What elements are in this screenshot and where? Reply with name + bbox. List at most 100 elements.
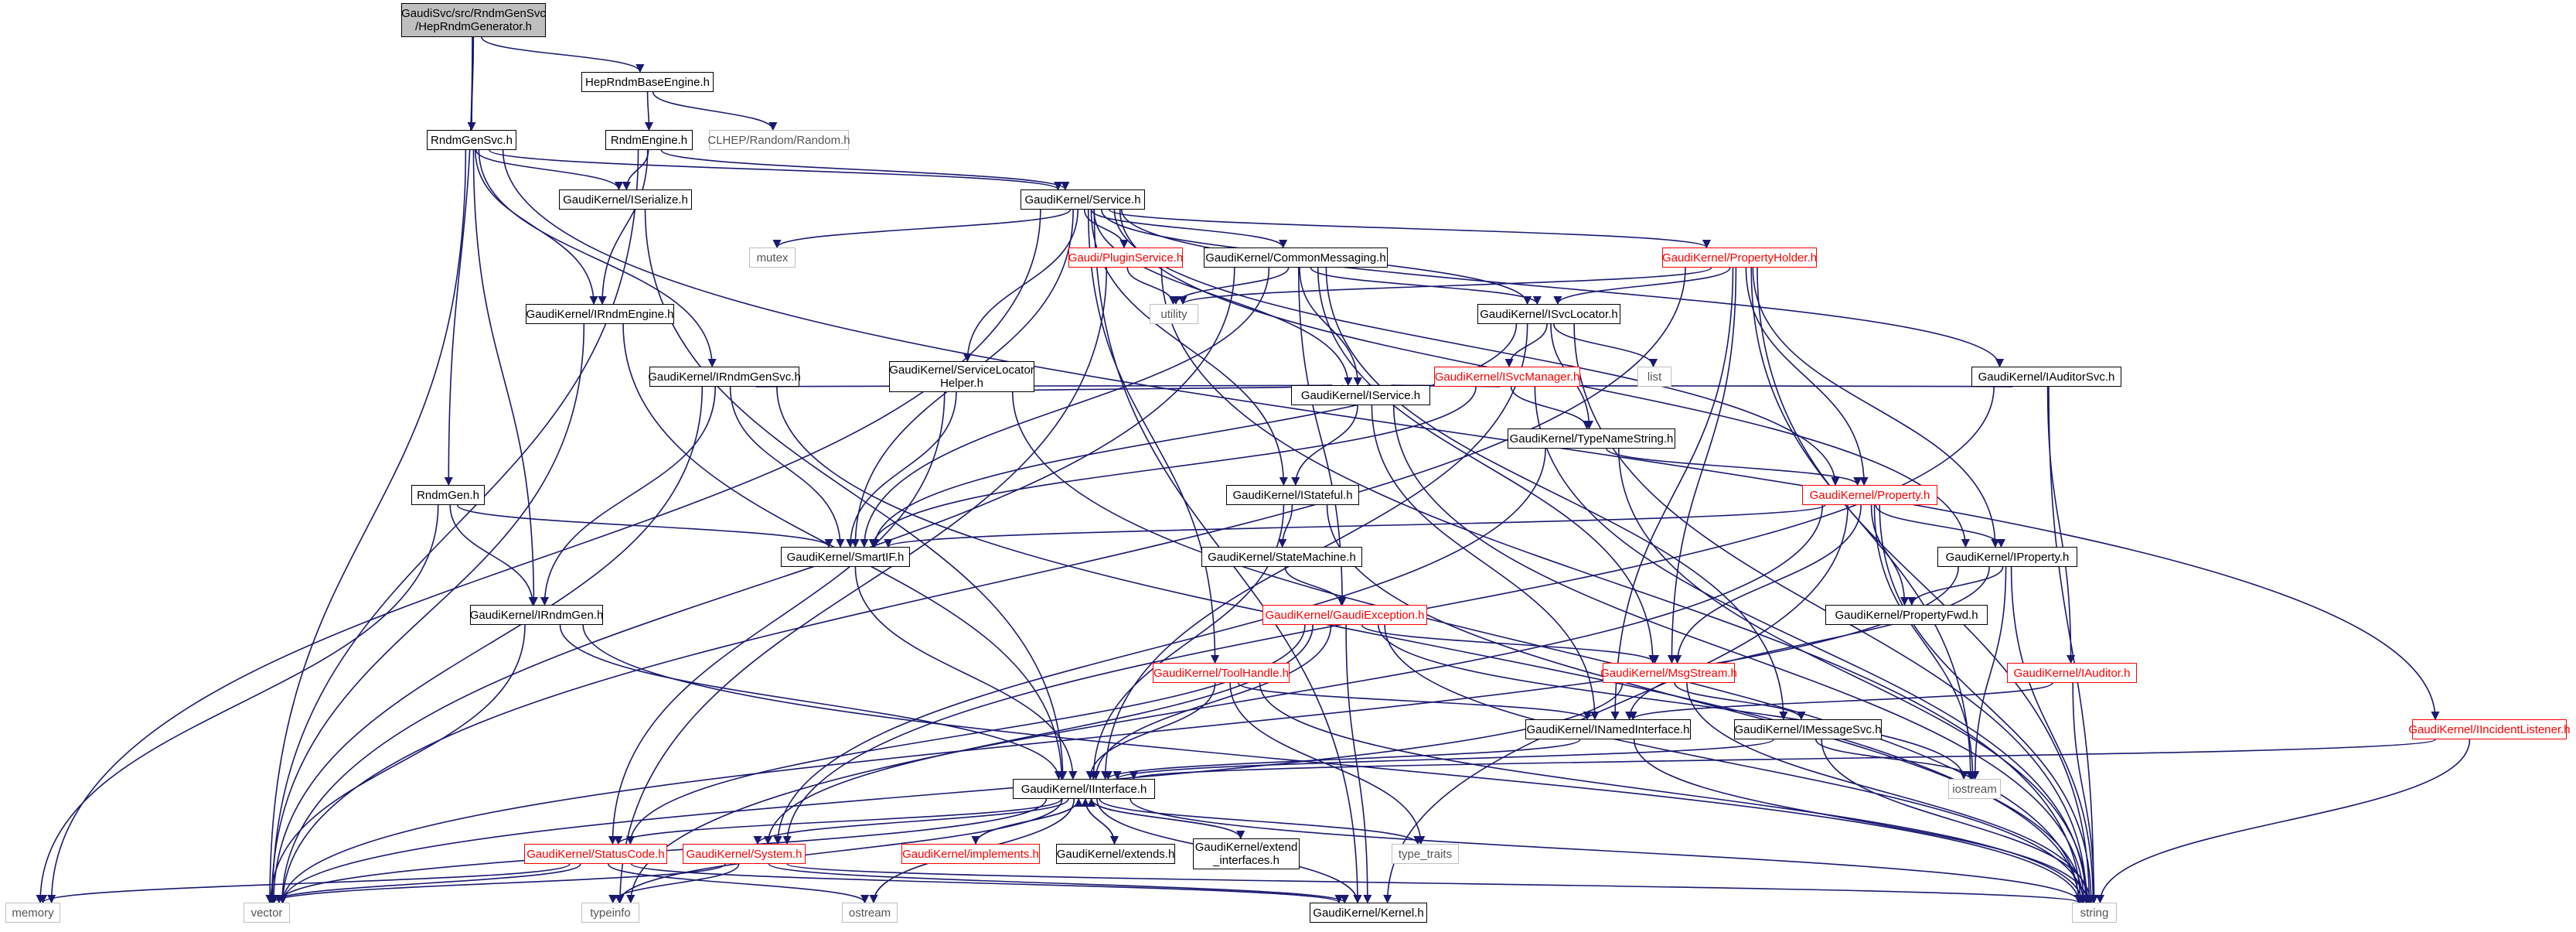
node-system[interactable]: GaudiKernel/System.h: [683, 844, 806, 864]
edge-commonmessaging-to-msgstream: [1317, 267, 1658, 664]
edge-propertyholder-to-isvclocator: [1553, 267, 1731, 306]
edge-imessagesvc-to-iinterface: [1113, 739, 1774, 780]
node-iauditorsvc[interactable]: GaudiKernel/IAuditorSvc.h: [1971, 367, 2121, 387]
node-iservice[interactable]: GaudiKernel/IService.h: [1291, 385, 1430, 405]
node-msgstream[interactable]: GaudiKernel/MsgStream.h: [1600, 663, 1737, 683]
edge-toolhandle-to-iinterface: [1085, 682, 1216, 780]
node-typetraits: type_traits: [1392, 844, 1459, 864]
edge-iservice-to-inamedinterface: [1371, 405, 1600, 721]
node-mutex: mutex: [749, 248, 796, 268]
node-kernel[interactable]: GaudiKernel/Kernel.h: [1310, 903, 1427, 923]
edge-iproperty-to-vector: [278, 566, 1959, 904]
node-iauditor[interactable]: GaudiKernel/IAuditor.h: [2007, 663, 2137, 683]
node-extendinterfaces[interactable]: GaudiKernel/extend _interfaces.h: [1193, 838, 1300, 869]
edge-rndmengine-to-irndmengine: [598, 149, 649, 306]
edge-irndmgen-to-vector: [266, 624, 526, 904]
edge-extends-to-iinterface: [1081, 797, 1116, 845]
node-inamedinterface[interactable]: GaudiKernel/INamedInterface.h: [1525, 719, 1691, 739]
node-heprndmbase[interactable]: HepRndmBaseEngine.h: [581, 72, 714, 92]
edge-rndmgensvc-to-vector: [265, 149, 467, 904]
node-iincidentlistener[interactable]: GaudiKernel/IIncidentListener.h: [2408, 719, 2571, 739]
node-irndmgen[interactable]: GaudiKernel/IRndmGen.h: [470, 605, 603, 625]
edge-iproperty-to-inamedinterface: [1625, 566, 1990, 721]
edge-iserialize-to-iinterface: [644, 209, 1068, 780]
node-typenamestring[interactable]: GaudiKernel/TypeNameString.h: [1508, 428, 1675, 449]
node-rndmgensvc[interactable]: RndmGenSvc.h: [427, 130, 516, 150]
edge-pluginservice-to-string: [1160, 267, 2085, 904]
node-toolhandle[interactable]: GaudiKernel/ToolHandle.h: [1153, 663, 1290, 683]
edge-gaudiexception-to-string: [1384, 624, 2088, 904]
node-rndmengine[interactable]: RndmEngine.h: [605, 130, 693, 150]
edge-rndmgensvc-to-service: [489, 149, 1062, 191]
node-imessagesvc[interactable]: GaudiKernel/IMessageSvc.h: [1734, 719, 1882, 739]
edge-irndmengine-to-vector: [267, 323, 585, 904]
node-root[interactable]: GaudiSvc/src/RndmGenSvc /HepRndmGenerato…: [401, 3, 546, 37]
edge-pluginservice-to-utility: [1126, 267, 1178, 306]
edge-istateful-to-string: [1326, 504, 2087, 904]
edge-iservice-to-istateful: [1291, 405, 1358, 486]
edge-property-to-smartif: [884, 504, 1826, 548]
edge-typenamestring-to-property: [1606, 448, 1862, 486]
edge-rndmgensvc-to-irndmgensvc: [478, 149, 717, 368]
node-istateful[interactable]: GaudiKernel/IStateful.h: [1226, 485, 1359, 505]
edge-servicelocatorhelper-to-statuscode: [608, 391, 946, 845]
edge-gaudiexception-to-system: [763, 624, 1314, 845]
node-clhep: CLHEP/Random/Random.h: [707, 130, 850, 150]
node-iostream: iostream: [1948, 779, 2001, 799]
edge-system-to-kernel: [768, 863, 1349, 904]
edge-layer: [36, 36, 2471, 904]
edge-msgstream-to-string: [1686, 682, 2093, 904]
node-iinterface[interactable]: GaudiKernel/IInterface.h: [1013, 779, 1155, 799]
edge-iincidentlistener-to-string: [2095, 739, 2471, 904]
edge-iproperty-to-string: [2010, 566, 2097, 904]
edge-propertyholder-to-iproperty: [1752, 267, 2000, 548]
node-irndmgensvc[interactable]: GaudiKernel/IRndmGenSvc.h: [648, 367, 801, 387]
edge-rndmengine-to-vector: [267, 149, 639, 904]
edge-inamedinterface-to-string: [1633, 739, 2092, 904]
edge-service-to-memory: [47, 209, 1041, 904]
node-statemachine[interactable]: GaudiKernel/StateMachine.h: [1201, 547, 1362, 567]
edge-iinterface-to-statuscode: [614, 798, 1062, 845]
edge-statemachine-to-gaudiexception: [1284, 566, 1346, 606]
edge-irndmgen-to-string: [582, 624, 2084, 904]
node-extends[interactable]: GaudiKernel/extends.h: [1056, 844, 1175, 864]
node-smartif[interactable]: GaudiKernel/SmartIF.h: [781, 547, 910, 567]
edge-iproperty-to-iostream: [1971, 566, 2007, 780]
edge-typenamestring-to-system: [773, 448, 1546, 845]
node-gaudiexception[interactable]: GaudiKernel/GaudiException.h: [1262, 605, 1427, 625]
edge-service-to-iservice: [1093, 209, 1353, 387]
edge-statuscode-to-kernel: [630, 863, 1344, 904]
edge-iinterface-to-typeinfo: [615, 798, 1063, 904]
edge-system-to-string: [786, 863, 2083, 904]
edge-irndmgensvc-to-irndmgen: [540, 386, 717, 606]
node-commonmessaging[interactable]: GaudiKernel/CommonMessaging.h: [1204, 248, 1388, 268]
edge-property-to-iostream: [1873, 504, 1978, 780]
node-typeinfo: typeinfo: [581, 903, 639, 923]
node-rndmgen[interactable]: RndmGen.h: [411, 485, 485, 505]
edge-servicelocatorhelper-to-string: [1012, 391, 2084, 904]
edge-rndmgen-to-irndmgen: [449, 504, 537, 606]
node-isvclocator[interactable]: GaudiKernel/ISvcLocator.h: [1477, 304, 1620, 324]
node-ostream: ostream: [842, 903, 898, 923]
edge-root-to-rndmgen: [444, 36, 473, 486]
node-iproperty[interactable]: GaudiKernel/IProperty.h: [1937, 547, 2077, 567]
node-service[interactable]: GaudiKernel/Service.h: [1021, 189, 1145, 210]
node-iserialize[interactable]: GaudiKernel/ISerialize.h: [559, 189, 692, 210]
node-statuscode[interactable]: GaudiKernel/StatusCode.h: [524, 844, 667, 864]
node-implements[interactable]: GaudiKernel/implements.h: [901, 844, 1040, 864]
node-isvcmanager[interactable]: GaudiKernel/ISvcManager.h: [1434, 367, 1580, 387]
node-memory: memory: [5, 903, 60, 923]
node-servicelocatorhelper[interactable]: GaudiKernel/ServiceLocator Helper.h: [889, 361, 1034, 392]
edge-isvcmanager-to-smartif: [868, 386, 1477, 548]
node-irndmengine[interactable]: GaudiKernel/IRndmEngine.h: [526, 304, 674, 324]
node-propertyfwd[interactable]: GaudiKernel/PropertyFwd.h: [1825, 605, 1988, 625]
node-property[interactable]: GaudiKernel/Property.h: [1802, 485, 1937, 505]
edge-implements-to-iinterface: [975, 797, 1083, 845]
edge-iinterface-to-system: [753, 798, 1069, 845]
node-pluginservice[interactable]: Gaudi/PluginService.h: [1068, 248, 1183, 268]
edge-toolhandle-to-string: [1259, 682, 2087, 904]
node-propertyholder[interactable]: GaudiKernel/PropertyHolder.h: [1662, 248, 1817, 268]
edge-isvcmanager-to-typenamestring: [1510, 386, 1592, 430]
edge-commonmessaging-to-imessagesvc: [1325, 267, 1788, 721]
